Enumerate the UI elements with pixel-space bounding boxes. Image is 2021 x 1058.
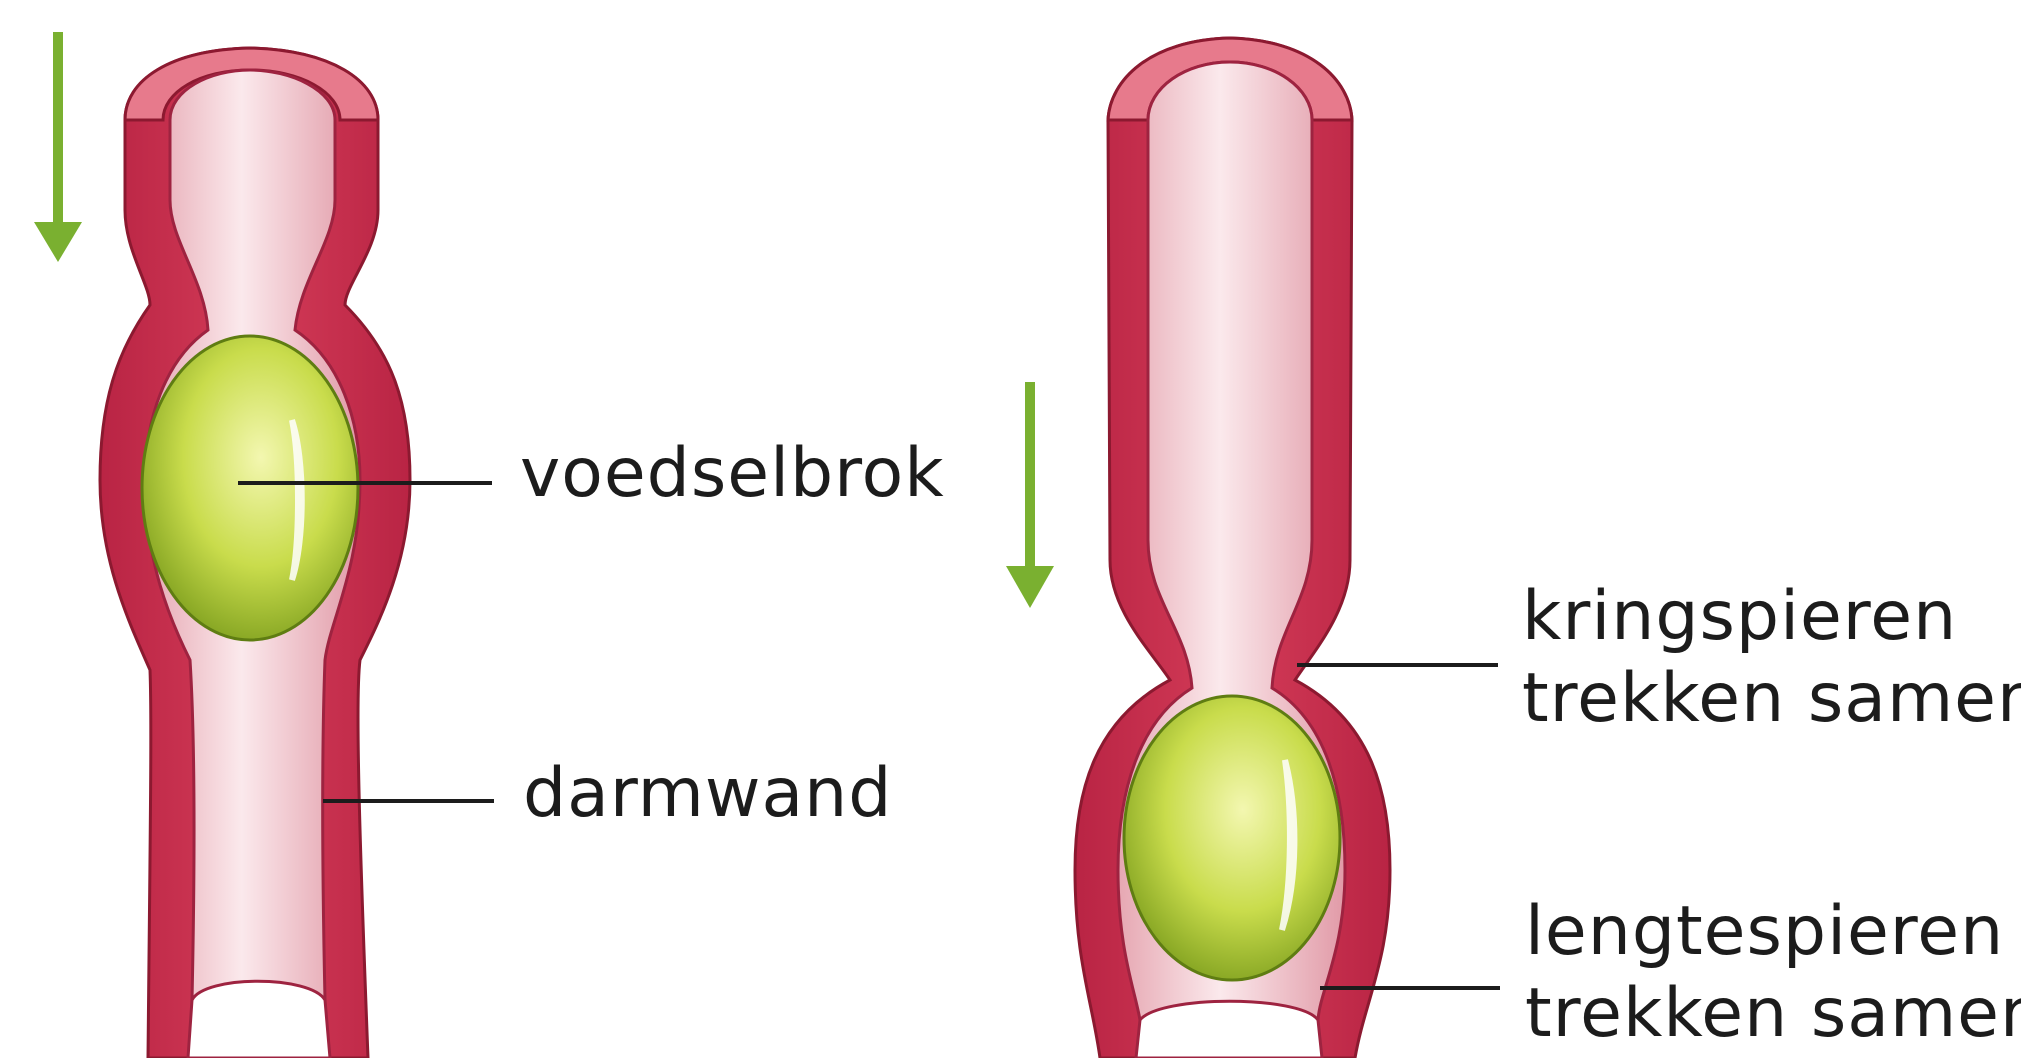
left-food-bolus <box>142 336 358 640</box>
ring-muscles-label-line-2: trekken samen <box>1522 665 2021 733</box>
ring-muscles-label-line-1: kringspieren <box>1522 583 2021 651</box>
left-direction-arrow-icon <box>34 32 82 262</box>
right-intestine <box>1075 38 1390 1058</box>
right-food-bolus <box>1124 696 1340 980</box>
left-intestine <box>100 48 410 1058</box>
longitudinal-muscles-label-line-1: lengtespieren <box>1525 898 2021 966</box>
food-bolus-label: voedselbrok <box>520 440 945 508</box>
left-intestine-bottom-opening <box>188 981 330 1058</box>
longitudinal-muscles-label: lengtespieren trekken samen <box>1525 898 2021 1048</box>
longitudinal-muscles-label-line-2: trekken samen <box>1525 980 2021 1048</box>
intestinal-wall-label: darmwand <box>523 760 892 828</box>
ring-muscles-label: kringspieren trekken samen <box>1522 583 2021 733</box>
right-direction-arrow-icon <box>1006 382 1054 608</box>
right-intestine-bottom-opening <box>1136 1001 1322 1058</box>
